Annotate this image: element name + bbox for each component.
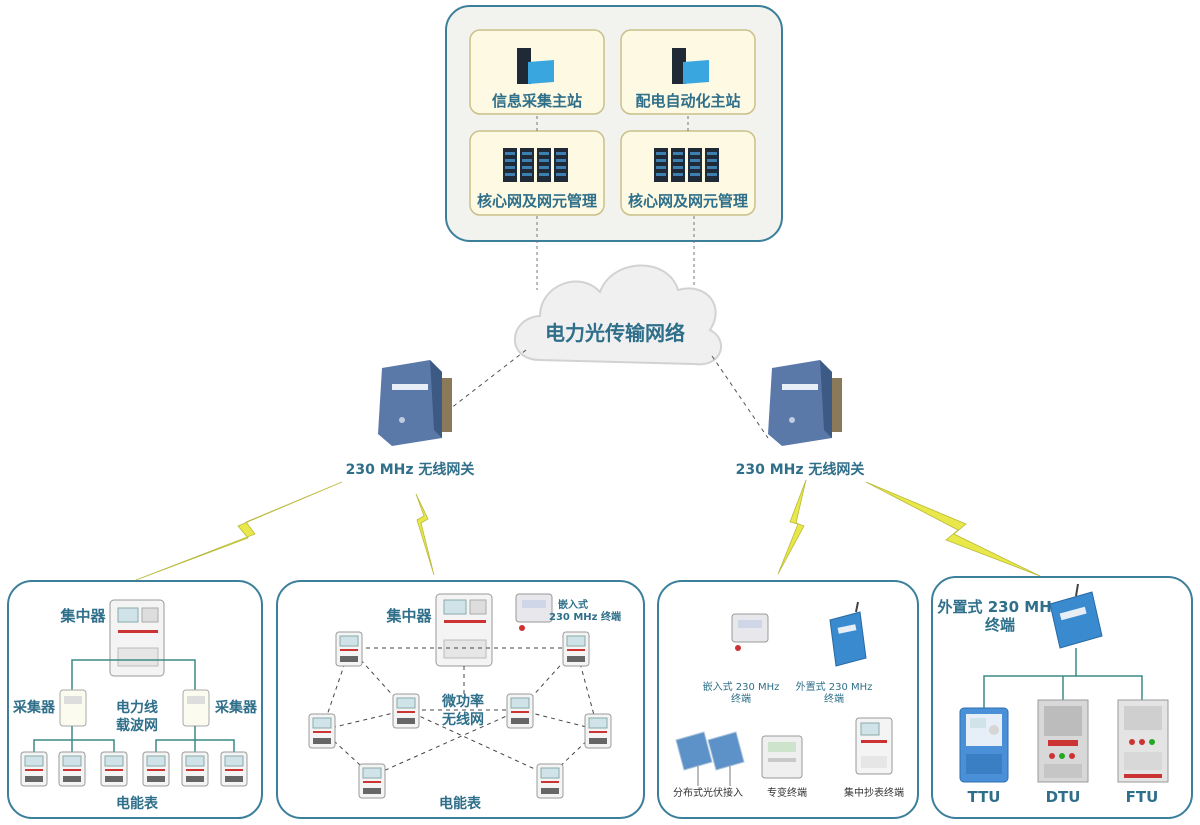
ttu-device — [959, 707, 1009, 783]
cloud-label: 电力光传输网络 — [545, 321, 685, 345]
lightning-icon — [415, 493, 435, 576]
meter-icon — [584, 713, 612, 749]
link-line — [711, 355, 769, 439]
box1-concentrator-label: 集中器 — [59, 607, 106, 625]
box2-meters-label: 电能表 — [439, 795, 482, 812]
collector-right-device — [182, 689, 210, 727]
lightning-icon — [135, 481, 343, 581]
meter-icon — [562, 631, 590, 667]
special-terminal-device — [761, 735, 803, 779]
terminals-panel — [657, 580, 919, 819]
meter-icon — [142, 751, 170, 787]
meter-icon — [220, 751, 248, 787]
collector-right-label: 采集器 — [214, 699, 258, 716]
meter-icon — [358, 763, 386, 799]
lightning-icon — [777, 479, 807, 575]
ftu-device — [1117, 699, 1169, 783]
embedded-terminal-label-line1: 嵌入式 — [558, 598, 588, 611]
dtu-label: DTU — [1046, 788, 1081, 806]
ttu-label: TTU — [968, 788, 1001, 806]
server-icon — [517, 48, 554, 84]
box2-concentrator-label: 集中器 — [385, 607, 432, 625]
tile-core-right: 核心网及网元管理 — [620, 130, 756, 216]
cloud-icon: 电力光传输网络 — [513, 264, 722, 366]
external-terminal-device — [1049, 583, 1103, 649]
box3-external-label-line2: 终端 — [824, 692, 844, 705]
meter-icon — [100, 751, 128, 787]
meter-icon — [20, 751, 48, 787]
embedded-terminal-device — [731, 613, 769, 651]
lightning-icon — [865, 481, 1041, 577]
plc-label-line1: 电力线 — [116, 699, 158, 716]
link-line — [445, 349, 527, 413]
special-terminal-label: 专变终端 — [767, 786, 807, 799]
tile-info-station: 信息采集主站 — [469, 29, 605, 115]
dtu-device — [1037, 699, 1089, 783]
box4-terminal-label-line1: 外置式 230 MHz — [937, 598, 1061, 616]
station-distribution-label: 配电自动化主站 — [635, 92, 740, 110]
micro-wireless-label-line2: 无线网 — [441, 711, 484, 728]
external-terminal-device — [829, 601, 867, 667]
embedded-terminal-device — [515, 593, 553, 631]
box3-embedded-label-line2: 终端 — [731, 692, 751, 705]
meter-reading-terminal-label: 集中抄表终端 — [844, 786, 904, 799]
gateway-right-label: 230 MHz 无线网关 — [736, 461, 865, 478]
meter-icon — [308, 713, 336, 749]
meter-icon — [392, 693, 420, 729]
meter-reading-terminal-device — [855, 717, 893, 775]
gateway-left-device — [378, 360, 452, 446]
solar-panel-icon — [675, 731, 745, 786]
concentrator-device — [435, 593, 493, 667]
core-right-label: 核心网及网元管理 — [628, 192, 748, 210]
meter-icon — [58, 751, 86, 787]
ftu-label: FTU — [1126, 788, 1159, 806]
meter-icon — [335, 631, 363, 667]
server-icon — [672, 48, 709, 84]
box1-meters-label: 电能表 — [116, 795, 159, 812]
collector-left-label: 采集器 — [12, 699, 56, 716]
meter-icon — [181, 751, 209, 787]
micro-wireless-label-line1: 微功率 — [441, 693, 484, 710]
gateway-left-label: 230 MHz 无线网关 — [346, 461, 475, 478]
pv-label: 分布式光伏接入 — [673, 786, 743, 799]
concentrator-device — [109, 599, 165, 677]
meter-icon — [506, 693, 534, 729]
box4-terminal-label-line2: 终端 — [985, 616, 1015, 634]
tile-distribution-station: 配电自动化主站 — [620, 29, 756, 115]
station-info-label: 信息采集主站 — [492, 92, 582, 110]
core-left-label: 核心网及网元管理 — [477, 192, 597, 210]
meter-icon — [536, 763, 564, 799]
box3-external-label-line1: 外置式 230 MHz — [796, 680, 873, 693]
embedded-terminal-label-line2: 230 MHz 终端 — [549, 610, 621, 623]
micro-wireless-panel — [276, 580, 645, 819]
tile-core-left: 核心网及网元管理 — [469, 130, 605, 216]
plc-label-line2: 载波网 — [116, 717, 158, 734]
gateway-right-device — [768, 360, 842, 446]
box3-embedded-label-line1: 嵌入式 230 MHz — [703, 680, 780, 693]
collector-left-device — [59, 689, 87, 727]
